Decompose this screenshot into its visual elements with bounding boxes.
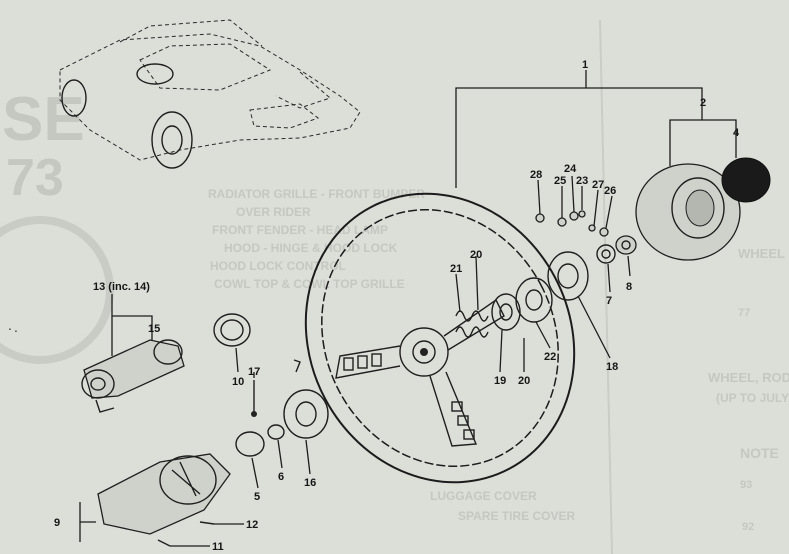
leader-lines	[79, 70, 737, 547]
clip	[267, 424, 285, 440]
callout-11: 11	[212, 541, 224, 553]
parts-layer	[81, 157, 771, 547]
wheel-spoke-left	[335, 345, 401, 379]
callout-8: 8	[626, 281, 632, 293]
horn-spring	[455, 310, 489, 322]
callout-6: 6	[278, 471, 284, 483]
callout-25: 25	[554, 175, 566, 187]
callout-7: 7	[606, 295, 612, 307]
wheel-spoke-bottom	[429, 371, 478, 447]
cancel-ring	[213, 313, 251, 347]
horn-contact-ring	[283, 389, 329, 439]
callout-21: 21	[450, 263, 462, 275]
car-illustration	[59, 19, 361, 169]
callout-24: 24	[564, 163, 577, 175]
stray-mark: .	[8, 317, 12, 333]
car-steering-wheel-highlight	[136, 63, 174, 85]
car-rear-wheel	[61, 79, 87, 117]
ghost-heading-73: 73	[6, 149, 64, 207]
callout-13: 13 (inc. 14)	[93, 281, 150, 293]
callout-9: 9	[54, 517, 60, 529]
screw-25	[557, 217, 567, 227]
ghost-bottom-line-1: SPARE TIRE COVER	[458, 509, 575, 523]
ghost-line-4: HOOD - HINGE & HOOD LOCK	[224, 241, 398, 255]
callout-28: 28	[530, 169, 542, 181]
ghost-right-num-3: 92	[742, 521, 754, 533]
callout-15: 15	[148, 323, 160, 335]
car-front-wheel	[151, 111, 193, 169]
callout-17: 17	[248, 366, 260, 378]
nut	[615, 235, 637, 255]
screw-27	[588, 224, 596, 232]
wheel-rim-outer	[304, 192, 576, 484]
callout-20-lower: 20	[518, 375, 530, 387]
ghost-heading-se: SE	[2, 85, 85, 154]
bushing	[491, 293, 521, 331]
washer-24	[569, 211, 579, 221]
callout-5: 5	[254, 491, 260, 503]
horn-emblem	[721, 157, 771, 203]
callout-12: 12	[246, 519, 258, 531]
combination-switch	[83, 339, 185, 399]
screw-26	[599, 227, 609, 237]
ghost-right-wheel: WHEEL	[738, 246, 785, 261]
callout-2: 2	[700, 97, 706, 109]
screw-11	[157, 539, 171, 547]
wheel-hub	[399, 327, 449, 377]
contact-plate	[547, 251, 589, 301]
callout-20-upper: 20	[470, 249, 482, 261]
ghost-line-2: OVER RIDER	[236, 205, 311, 219]
ghost-line-1: RADIATOR GRILLE - FRONT BUMPER	[208, 187, 425, 201]
callout-labels: 1 2 4 5 6 7 8 9 10 11 12 13 (inc. 14) 15…	[54, 59, 740, 553]
callout-19: 19	[494, 375, 506, 387]
stray-mark-2: .	[14, 319, 18, 335]
ghost-right-wheel-rod: WHEEL, ROD	[708, 370, 789, 385]
ghost-right-num-2: 93	[740, 479, 752, 491]
callout-1: 1	[582, 59, 588, 71]
callout-16: 16	[304, 477, 316, 489]
wheel-spoke-right	[443, 298, 505, 351]
ghost-right-note: NOTE	[740, 445, 779, 461]
callout-22: 22	[544, 351, 556, 363]
screw-28	[535, 213, 545, 223]
wheel-rim-inner-grip	[321, 209, 559, 467]
callout-18: 18	[606, 361, 618, 373]
ghost-wheel-shape	[0, 216, 114, 364]
steering-wheel	[304, 192, 576, 484]
callout-4: 4	[733, 127, 740, 139]
washer-23	[578, 210, 586, 218]
ghost-right-date: (UP TO JULY '73)	[716, 391, 789, 405]
callout-26: 26	[604, 185, 616, 197]
ghost-line-5: HOOD LOCK CONTROL	[210, 259, 346, 273]
ghost-bottom-line-2: LUGGAGE COVER	[430, 489, 537, 503]
callout-10: 10	[232, 376, 244, 388]
callout-27: 27	[592, 179, 604, 191]
ghost-line-6: COWL TOP & COWL TOP GRILLE	[214, 277, 405, 291]
callout-23: 23	[576, 175, 588, 187]
screw-12	[199, 521, 215, 525]
horn-ring	[515, 277, 553, 323]
ghost-right-num-1: 77	[738, 307, 750, 319]
column-cover	[97, 453, 231, 535]
washer	[596, 244, 616, 264]
ghost-page-fold	[599, 19, 613, 554]
ghost-line-3: FRONT FENDER - HEAD LAMP	[212, 223, 388, 237]
brush	[235, 431, 265, 457]
